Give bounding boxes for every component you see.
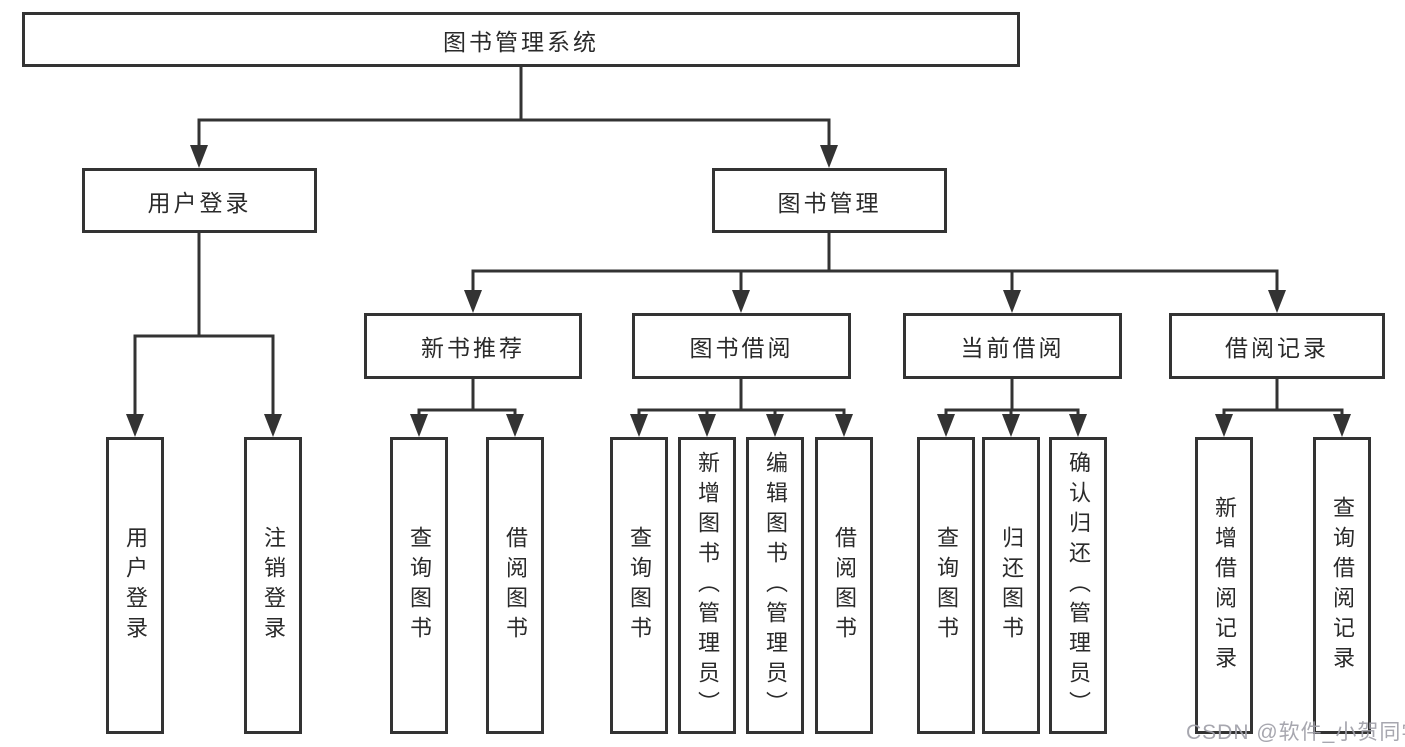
arrowhead	[1003, 290, 1021, 313]
leaf-logout: 注销登录	[244, 437, 302, 734]
node-label: 查询借阅记录	[1330, 495, 1355, 676]
arrowhead	[1215, 414, 1233, 437]
node-label: 查询图书	[407, 525, 432, 646]
node-label: 新增借阅记录	[1212, 495, 1237, 676]
arrowhead	[820, 145, 838, 168]
node-label: 新书推荐	[421, 335, 525, 361]
arrowhead	[732, 290, 750, 313]
node-label: 查询图书	[934, 525, 959, 646]
node-user-login: 用户登录	[82, 168, 317, 233]
node-label: 图书管理系统	[443, 28, 599, 55]
connector-new-book-group	[410, 379, 524, 437]
leaf-add-books-admin: 新增图书（管理员）	[678, 437, 736, 734]
connector-user-login-branch	[126, 233, 282, 437]
arrowhead	[937, 414, 955, 437]
node-label: 编辑图书（管理员）	[763, 450, 788, 721]
arrowhead	[264, 414, 282, 437]
node-borrow-records: 借阅记录	[1169, 313, 1385, 379]
leaf-query-books-recommend: 查询图书	[390, 437, 448, 734]
node-label: 注销登录	[261, 525, 286, 646]
arrowhead	[410, 414, 428, 437]
node-label: 图书借阅	[689, 335, 794, 361]
node-current-borrow: 当前借阅	[903, 313, 1122, 379]
leaf-user-login: 用户登录	[106, 437, 164, 734]
node-label: 借阅记录	[1225, 335, 1329, 361]
node-label: 图书管理	[777, 189, 882, 216]
connector-book-mgmt-branch	[464, 233, 1286, 313]
arrowhead	[190, 145, 208, 168]
leaf-query-borrow-record: 查询借阅记录	[1313, 437, 1371, 734]
csdn-watermark: CSDN @软件_小贺同学	[1186, 721, 1405, 744]
leaf-return-books: 归还图书	[982, 437, 1040, 734]
leaf-query-books-borrow: 查询图书	[610, 437, 668, 734]
node-label: 确认归还（管理员）	[1066, 450, 1091, 721]
arrowhead	[1069, 414, 1087, 437]
leaf-borrow-books-recommend: 借阅图书	[486, 437, 544, 734]
node-book-management: 图书管理	[712, 168, 947, 233]
node-label: 归还图书	[999, 525, 1024, 646]
node-label: 用户登录	[147, 189, 252, 216]
arrowhead	[1268, 290, 1286, 313]
connector-book-borrow-group	[630, 379, 853, 437]
arrowhead	[1333, 414, 1351, 437]
node-new-book-recommend: 新书推荐	[364, 313, 582, 379]
leaf-query-books-current: 查询图书	[917, 437, 975, 734]
node-label: 新增图书（管理员）	[695, 450, 720, 721]
connector-root-to-level2	[190, 67, 838, 168]
leaf-confirm-return-admin: 确认归还（管理员）	[1049, 437, 1107, 734]
arrowhead	[1002, 414, 1020, 437]
arrowhead	[464, 290, 482, 313]
node-label: 借阅图书	[832, 525, 857, 646]
arrowhead	[126, 414, 144, 437]
connector-current-borrow-group	[937, 379, 1087, 437]
leaf-add-borrow-record: 新增借阅记录	[1195, 437, 1253, 734]
node-label: 查询图书	[627, 525, 652, 646]
node-book-borrow: 图书借阅	[632, 313, 851, 379]
arrowhead	[630, 414, 648, 437]
node-label: 当前借阅	[960, 335, 1065, 361]
arrowhead	[766, 414, 784, 437]
arrowhead	[835, 414, 853, 437]
leaf-borrow-books: 借阅图书	[815, 437, 873, 734]
node-label: 用户登录	[123, 525, 148, 646]
node-root-system: 图书管理系统	[22, 12, 1020, 67]
arrowhead	[506, 414, 524, 437]
node-label: 借阅图书	[503, 525, 528, 646]
leaf-edit-books-admin: 编辑图书（管理员）	[746, 437, 804, 734]
connector-borrow-records-group	[1215, 379, 1351, 437]
arrowhead	[698, 414, 716, 437]
